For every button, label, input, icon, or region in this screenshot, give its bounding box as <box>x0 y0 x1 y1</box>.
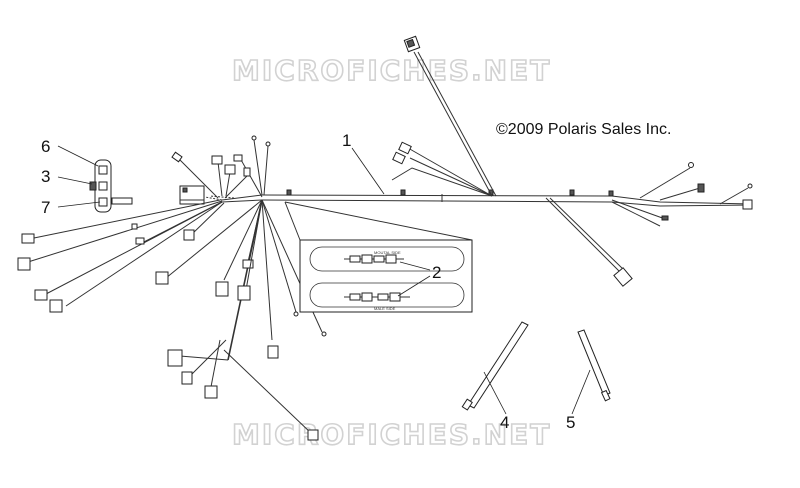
copyright-text: ©2009 Polaris Sales Inc. <box>496 121 671 138</box>
detail-box: MOUTAL SIDE MALE SIDE <box>284 201 473 313</box>
part-4-tube <box>461 321 529 411</box>
top-branch <box>403 35 497 197</box>
switch-assembly <box>89 159 133 213</box>
detail-label-top: MOUTAL SIDE <box>374 250 401 255</box>
callout-1: 1 <box>342 131 351 150</box>
callout-5: 5 <box>566 413 575 432</box>
leader-lines <box>57 145 591 415</box>
detail-label-bottom: MALE SIDE <box>374 306 396 311</box>
callout-4: 4 <box>500 413 509 432</box>
upper-fan-branch <box>391 141 493 197</box>
callout-6: 6 <box>41 137 50 156</box>
left-junction <box>17 135 271 313</box>
watermark-top: MICROFICHES.NET <box>232 54 551 87</box>
lower-cluster <box>155 199 327 441</box>
watermark-bottom: MICROFICHES.NET <box>232 418 551 451</box>
callout-3: 3 <box>41 167 50 186</box>
callout-2: 2 <box>432 263 441 282</box>
main-harness-trunk <box>261 189 753 207</box>
part-5-tube <box>577 329 611 402</box>
callout-7: 7 <box>41 198 50 217</box>
lower-right-branch <box>545 197 633 287</box>
right-branches <box>611 162 753 227</box>
